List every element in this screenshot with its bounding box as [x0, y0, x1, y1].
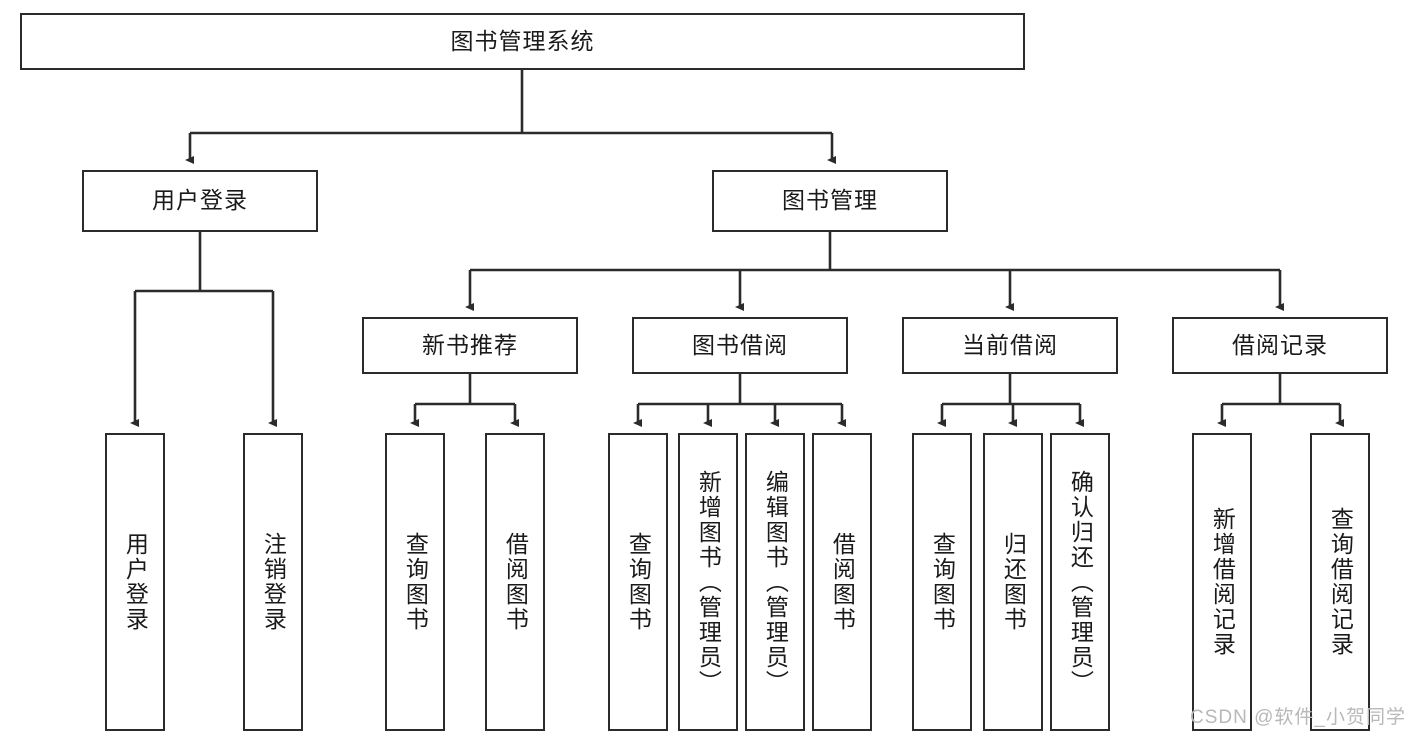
leaf-query-book-current-label: 查询图书 [929, 532, 956, 632]
leaf-query-book-new[interactable]: 查询图书 [385, 433, 445, 731]
node-borrow-record-label: 借阅记录 [1232, 331, 1328, 358]
node-borrow-record[interactable]: 借阅记录 [1172, 317, 1388, 374]
leaf-return-book-label: 归还图书 [1000, 532, 1027, 632]
leaf-query-book-borrow-label: 查询图书 [625, 532, 652, 632]
csdn-watermark: CSDN @软件_小贺同学 [1190, 707, 1405, 728]
leaf-borrow-book[interactable]: 借阅图书 [812, 433, 872, 731]
leaf-edit-book-admin[interactable]: 编辑图书（管理员） [745, 433, 805, 731]
node-new-book-recommend[interactable]: 新书推荐 [362, 317, 578, 374]
node-book-management-label: 图书管理 [782, 187, 878, 214]
leaf-add-borrow-record-label: 新增借阅记录 [1209, 507, 1236, 657]
leaf-borrow-book-new[interactable]: 借阅图书 [485, 433, 545, 731]
leaf-query-book-borrow[interactable]: 查询图书 [608, 433, 668, 731]
node-root[interactable]: 图书管理系统 [20, 13, 1025, 70]
leaf-confirm-return-admin-label: 确认归还（管理员） [1067, 469, 1094, 695]
node-current-borrow[interactable]: 当前借阅 [902, 317, 1118, 374]
leaf-add-book-admin[interactable]: 新增图书（管理员） [678, 433, 738, 731]
leaf-user-logout[interactable]: 注销登录 [243, 433, 303, 731]
node-book-management[interactable]: 图书管理 [712, 170, 948, 232]
leaf-confirm-return-admin[interactable]: 确认归还（管理员） [1050, 433, 1110, 731]
node-root-label: 图书管理系统 [450, 27, 595, 54]
leaf-query-book-new-label: 查询图书 [402, 532, 429, 632]
leaf-return-book[interactable]: 归还图书 [983, 433, 1043, 731]
node-book-borrow-label: 图书借阅 [692, 331, 788, 358]
node-user-login[interactable]: 用户登录 [82, 170, 318, 232]
leaf-borrow-book-label: 借阅图书 [829, 532, 856, 632]
leaf-edit-book-admin-label: 编辑图书（管理员） [762, 469, 789, 695]
leaf-borrow-book-new-label: 借阅图书 [502, 532, 529, 632]
leaf-query-book-current[interactable]: 查询图书 [912, 433, 972, 731]
leaf-user-login-label: 用户登录 [122, 532, 149, 632]
leaf-user-logout-label: 注销登录 [260, 532, 287, 632]
leaf-user-login[interactable]: 用户登录 [105, 433, 165, 731]
node-current-borrow-label: 当前借阅 [962, 331, 1058, 358]
leaf-query-borrow-record-label: 查询借阅记录 [1327, 507, 1354, 657]
node-book-borrow[interactable]: 图书借阅 [632, 317, 848, 374]
leaf-add-borrow-record[interactable]: 新增借阅记录 [1192, 433, 1252, 731]
node-user-login-label: 用户登录 [152, 187, 248, 214]
node-new-book-recommend-label: 新书推荐 [422, 331, 518, 358]
leaf-query-borrow-record[interactable]: 查询借阅记录 [1310, 433, 1370, 731]
leaf-add-book-admin-label: 新增图书（管理员） [695, 469, 722, 695]
